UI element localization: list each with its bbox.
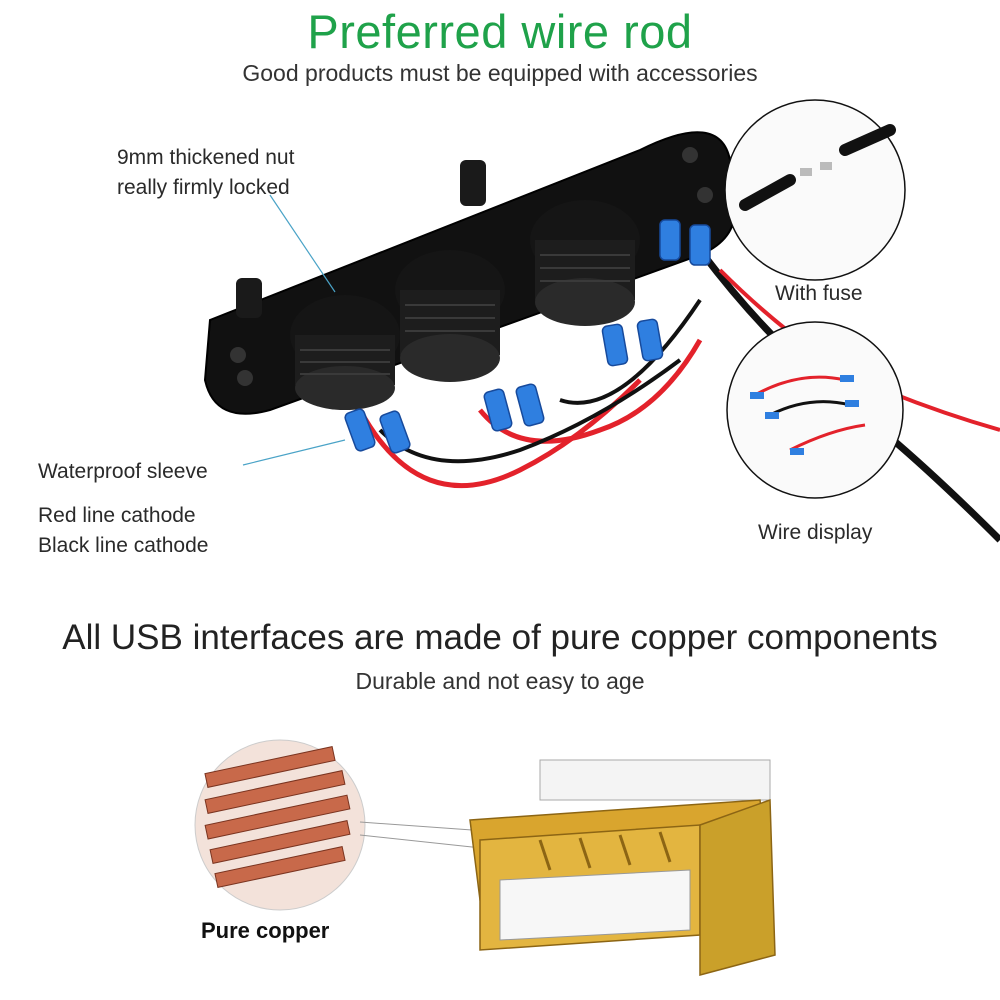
section-title: All USB interfaces are made of pure copp…	[62, 618, 938, 657]
black-line-label: Black line cathode	[38, 534, 209, 557]
red-line-label: Red line cathode	[38, 504, 196, 527]
waterproof-label: Waterproof sleeve	[38, 460, 208, 483]
copper-label: Pure copper	[201, 918, 330, 943]
waterproof-leader-line	[242, 439, 346, 466]
section-subtitle: Durable and not easy to age	[355, 668, 645, 694]
page-title: Preferred wire rod	[307, 5, 693, 58]
usb-connector-image	[469, 759, 776, 976]
copper-sheets-image	[194, 739, 501, 911]
nut-label-line1: 9mm thickened nut	[117, 146, 295, 169]
page-subtitle: Good products must be equipped with acce…	[242, 60, 758, 86]
nut-leader-line	[269, 194, 336, 293]
fuse-label: With fuse	[775, 282, 863, 305]
wire-display-image	[726, 321, 904, 499]
fuse-detail-image	[724, 99, 906, 281]
nut-label-line2: really firmly locked	[117, 176, 290, 199]
wire-display-label: Wire display	[758, 521, 873, 544]
